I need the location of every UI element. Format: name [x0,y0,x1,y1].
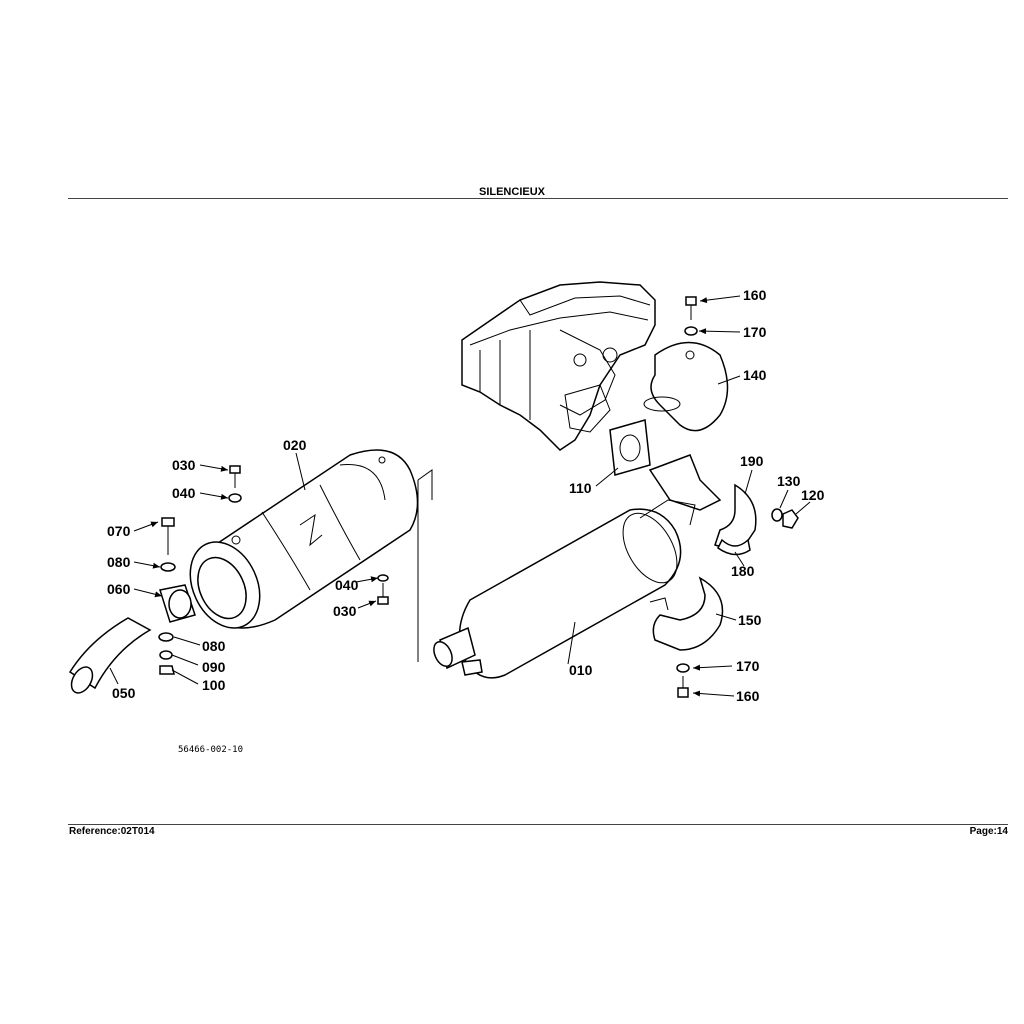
page-number: Page:14 [969,826,1008,837]
callout-labels: 020 030 040 070 080 060 080 090 100 050 … [107,287,825,704]
callout-140: 140 [743,367,767,383]
callout-080-lower: 080 [202,638,226,654]
callout-050: 050 [112,685,136,701]
callout-030: 030 [172,457,196,473]
bracket-assembly [648,454,757,556]
callout-150: 150 [738,612,762,628]
fasteners [158,296,799,698]
reference-label: Reference:02T014 [69,826,155,837]
callout-080: 080 [107,554,131,570]
callout-160: 160 [743,287,767,303]
alignment-line [417,469,433,662]
tail-pipe [68,617,152,694]
callout-120: 120 [801,487,825,503]
engine-block [461,281,656,451]
callout-100: 100 [202,677,226,693]
heat-shield-upper [643,341,729,432]
callout-170-lower: 170 [736,658,760,674]
callout-130: 130 [777,473,801,489]
callout-010: 010 [569,662,593,678]
flange [159,584,196,623]
callout-170: 170 [743,324,767,340]
callout-110: 110 [569,480,592,496]
callout-180: 180 [731,563,755,579]
callout-040: 040 [172,485,196,501]
callout-030-lower: 030 [333,603,357,619]
callout-160-lower: 160 [736,688,760,704]
callout-020: 020 [283,437,307,453]
muffler-drum [189,449,419,629]
leader-lines [109,295,811,697]
callout-060: 060 [107,581,131,597]
drawing-code: 56466-002-10 [178,745,243,755]
callout-070: 070 [107,523,131,539]
page-title: SILENCIEUX [478,186,545,198]
callout-040-lower: 040 [335,577,359,593]
muffler [433,499,696,679]
callout-090: 090 [202,659,226,675]
heat-shield-lower [649,576,724,651]
footer-rule [68,824,1008,825]
header-rule [68,198,1008,199]
gasket [609,419,651,476]
callout-190: 190 [740,453,764,469]
